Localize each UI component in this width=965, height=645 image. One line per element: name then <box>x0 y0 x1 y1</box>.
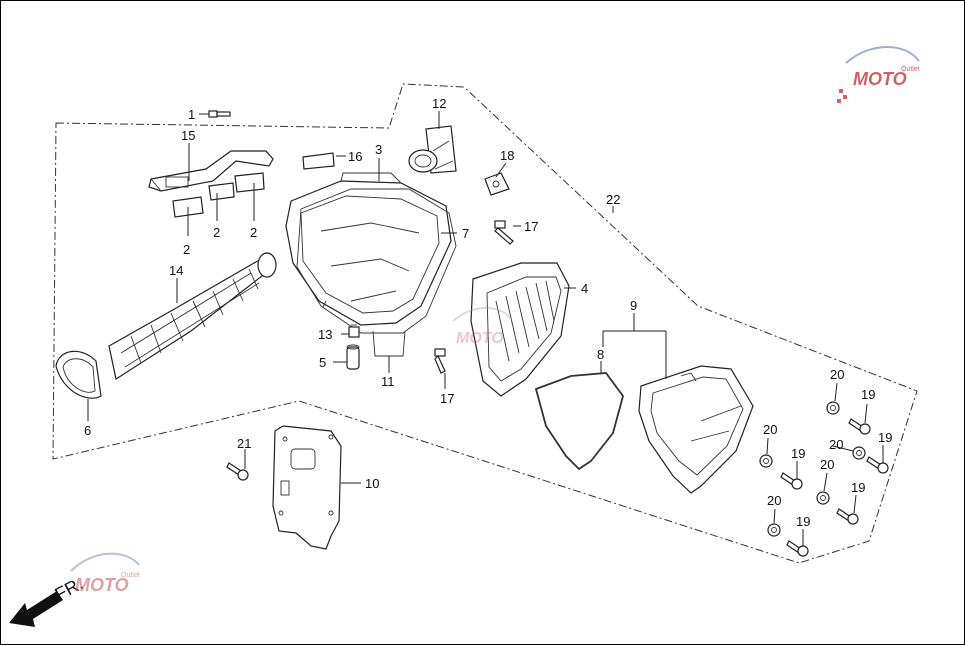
callout-17b: 17 <box>440 391 454 406</box>
watermark-text: MOTO <box>853 69 907 89</box>
callout-8: 8 <box>597 347 604 362</box>
tube-part-5 <box>346 344 360 370</box>
air-box-part-3 <box>285 172 452 326</box>
callout-20c: 20 <box>829 437 843 452</box>
watermark-logo-center: MOTO <box>452 307 512 347</box>
callout-17a: 17 <box>524 219 538 234</box>
callout-19d: 19 <box>851 480 865 495</box>
bolt-part-1 <box>208 110 231 118</box>
clip-part-18 <box>484 172 510 196</box>
callout-14: 14 <box>169 263 183 278</box>
washer-part-20d <box>816 491 830 505</box>
callout-15: 15 <box>181 128 195 143</box>
front-arrow-icon <box>9 591 63 627</box>
callout-16: 16 <box>348 149 362 164</box>
callout-5: 5 <box>319 355 326 370</box>
pad-part-2c <box>234 172 265 193</box>
screw-part-17a <box>494 220 514 245</box>
clamp-part-6 <box>55 350 102 399</box>
assembly-boundary <box>52 83 918 564</box>
callout-6: 6 <box>84 423 91 438</box>
intake-boot-part-12 <box>408 125 457 174</box>
watermark-subtext-2: Outlet <box>121 572 140 579</box>
callout-19b: 19 <box>791 446 805 461</box>
gasket-part-7 <box>296 188 457 334</box>
seal-part-8 <box>534 372 624 471</box>
screw-part-19e <box>786 540 809 557</box>
leader-lines <box>87 111 884 546</box>
callout-4: 4 <box>581 281 588 296</box>
watermark-text-2: MOTO <box>75 575 129 595</box>
heat-shield-part-10 <box>272 425 342 550</box>
callout-2c: 2 <box>250 225 257 240</box>
callout-numbers: 1 2 2 2 3 4 5 6 7 8 9 10 11 12 13 14 15 … <box>84 96 892 529</box>
bolt-part-21 <box>226 462 249 481</box>
callout-19e: 19 <box>796 514 810 529</box>
callout-11: 11 <box>381 374 395 389</box>
callout-20e: 20 <box>767 493 781 508</box>
pad-part-16 <box>302 152 335 170</box>
washer-part-20c <box>852 446 866 460</box>
callout-19a: 19 <box>861 387 875 402</box>
watermark-logo-top-right: MOTO Outlet <box>837 46 920 103</box>
air-box-cover-part-9 <box>638 365 754 494</box>
screw-part-19c <box>866 456 889 474</box>
watermark-subtext: Outlet <box>901 66 920 73</box>
callout-7: 7 <box>462 226 469 241</box>
screw-part-17b <box>434 348 446 374</box>
washer-part-20e <box>767 523 781 537</box>
callout-18: 18 <box>500 148 514 163</box>
bracket-part-15 <box>148 150 274 192</box>
air-filter-part-4 <box>470 262 570 397</box>
callout-2a: 2 <box>183 242 190 257</box>
callout-2b: 2 <box>213 225 220 240</box>
callout-1: 1 <box>188 107 195 122</box>
callout-12: 12 <box>432 96 446 111</box>
callout-10: 10 <box>365 476 379 491</box>
callout-9: 9 <box>630 298 637 313</box>
callout-3: 3 <box>375 142 382 157</box>
watermark-logo-bottom-left: MOTO Outlet <box>70 552 140 595</box>
callout-13: 13 <box>318 327 332 342</box>
callout-19c: 19 <box>878 430 892 445</box>
pad-part-2b <box>208 182 235 201</box>
watermark-text-3: MOTO <box>456 330 504 347</box>
hose-part-11 <box>372 330 406 357</box>
callout-21: 21 <box>237 436 251 451</box>
screw-part-19d <box>836 508 859 525</box>
screw-part-19b <box>780 472 803 490</box>
callout-20b: 20 <box>763 422 777 437</box>
intake-duct-part-14 <box>108 252 277 380</box>
washer-part-20b <box>759 454 773 468</box>
callout-20a: 20 <box>830 367 844 382</box>
fitting-part-13 <box>348 324 360 338</box>
callout-22: 22 <box>606 192 620 207</box>
screw-part-19a <box>848 418 871 435</box>
washer-part-20a <box>826 401 840 415</box>
callout-20d: 20 <box>820 457 834 472</box>
